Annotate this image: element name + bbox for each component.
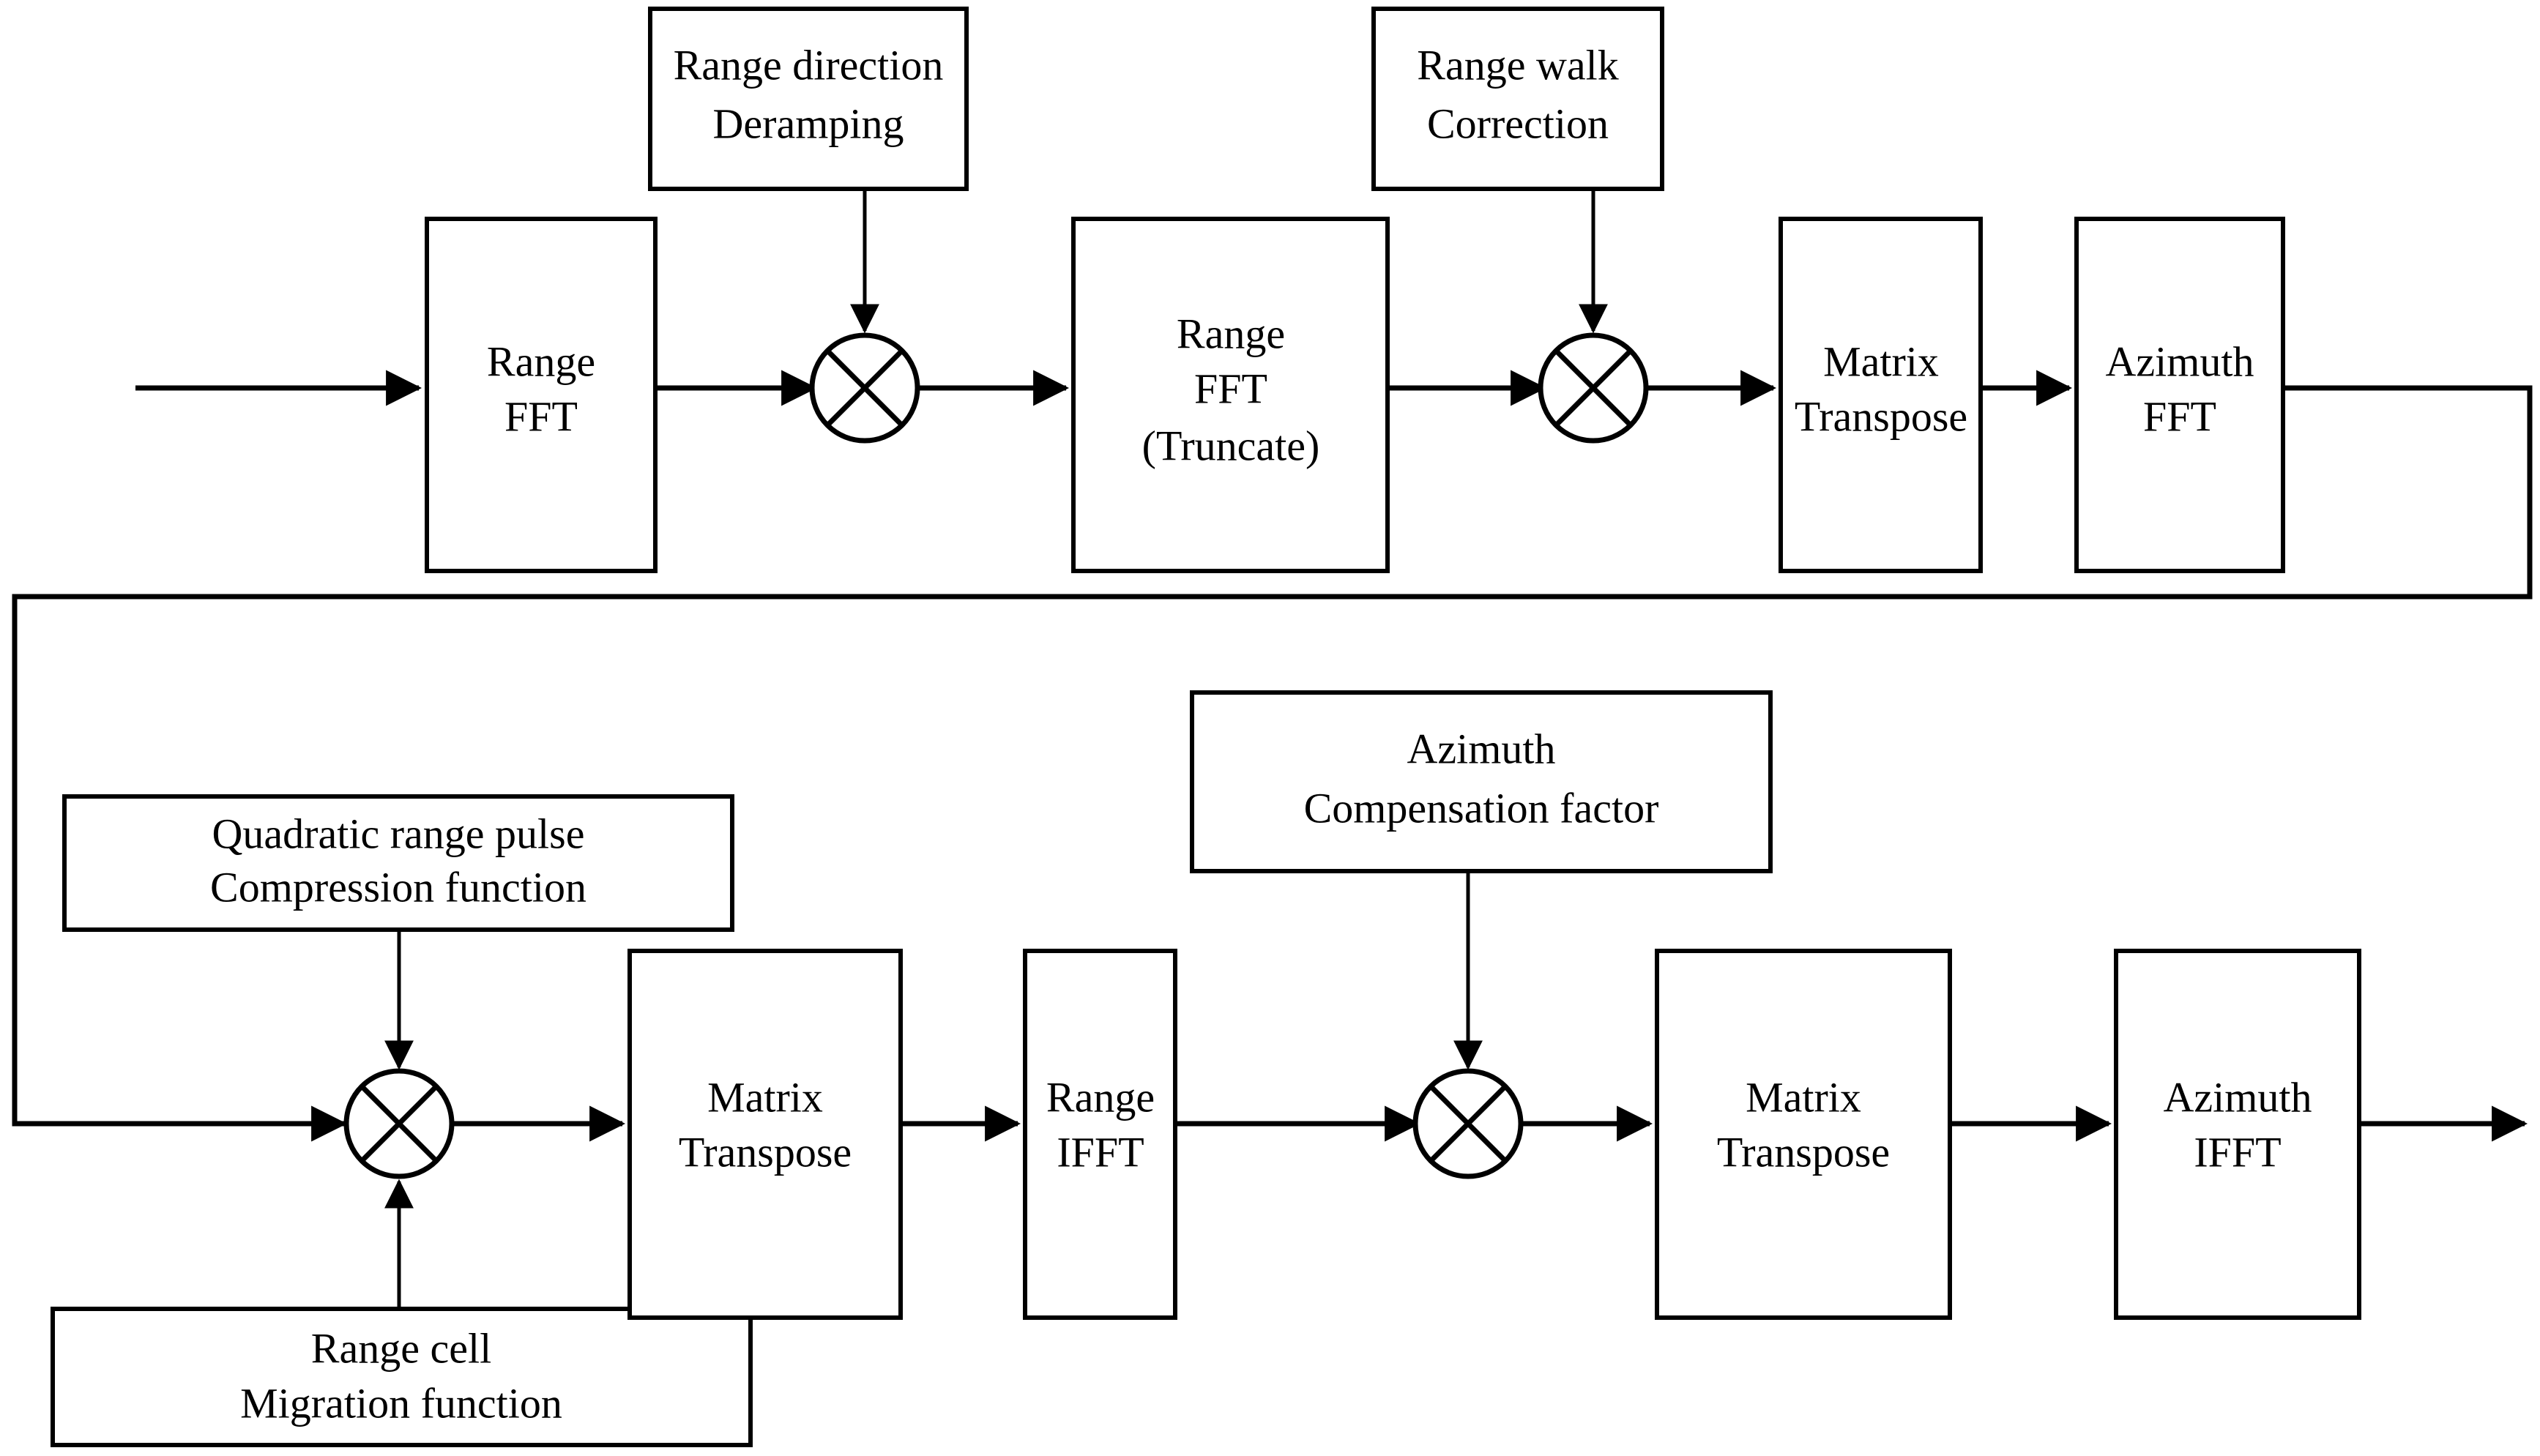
- multiplier-3-x-stroke-b: [360, 1084, 439, 1163]
- block-azimuth-fft-line1: Azimuth: [2106, 337, 2254, 385]
- bottom-row-wires: [384, 871, 2528, 1308]
- block-azimuth-compensation-factor-rect[interactable]: [1190, 690, 1773, 873]
- block-range-fft-truncate[interactable]: Range FFT (Truncate): [1071, 217, 1390, 573]
- block-range-ifft-line1: Range: [1046, 1073, 1155, 1121]
- block-azimuth-compensation-factor-line1: Azimuth: [1407, 725, 1556, 772]
- multiplier-1-x-stroke-b: [825, 348, 904, 428]
- block-azimuth-ifft-line1: Azimuth: [2164, 1073, 2312, 1121]
- block-range-fft-truncate-line3: (Truncate): [1142, 422, 1320, 469]
- block-range-direction-deramping-rect[interactable]: [648, 7, 969, 191]
- block-range-fft-line1: Range: [487, 337, 595, 385]
- block-range-ifft[interactable]: Range IFFT: [1023, 949, 1177, 1320]
- multiplier-3[interactable]: [343, 1068, 455, 1179]
- block-range-ifft-line2: IFFT: [1057, 1128, 1144, 1176]
- block-azimuth-ifft-rect[interactable]: [2114, 949, 2361, 1320]
- multiplier-4-x-stroke-b: [1429, 1084, 1508, 1163]
- block-matrix-transpose-2[interactable]: Matrix Transpose: [627, 949, 903, 1320]
- multiplier-1[interactable]: [809, 332, 920, 444]
- block-range-cell-migration-line2: Migration function: [240, 1379, 562, 1427]
- block-azimuth-fft-rect[interactable]: [2074, 217, 2285, 573]
- multiplier-4[interactable]: [1412, 1068, 1524, 1179]
- block-azimuth-ifft-line2: IFFT: [2194, 1128, 2281, 1176]
- block-range-direction-deramping[interactable]: Range direction Deramping: [648, 7, 969, 191]
- block-range-fft-line2: FFT: [504, 392, 578, 440]
- block-range-walk-correction[interactable]: Range walk Correction: [1371, 7, 1664, 191]
- block-range-fft-truncate-rect[interactable]: [1071, 217, 1390, 573]
- block-range-cell-migration-rect[interactable]: [51, 1307, 753, 1447]
- block-azimuth-compensation-factor-line2: Compensation factor: [1304, 784, 1659, 832]
- block-range-cell-migration-line1: Range cell: [311, 1324, 491, 1372]
- block-range-walk-correction-line1: Range walk: [1417, 41, 1618, 89]
- block-matrix-transpose-2-line2: Transpose: [679, 1128, 852, 1176]
- block-matrix-transpose-3-line2: Transpose: [1717, 1128, 1890, 1176]
- block-range-ifft-rect[interactable]: [1023, 949, 1177, 1320]
- block-matrix-transpose-2-rect[interactable]: [627, 949, 903, 1320]
- block-azimuth-fft-line2: FFT: [2143, 392, 2216, 440]
- block-matrix-transpose-2-line1: Matrix: [707, 1073, 823, 1121]
- block-range-fft[interactable]: Range FFT: [425, 217, 658, 573]
- block-quadratic-range-pulse-compression-rect[interactable]: [62, 794, 734, 932]
- block-range-fft-rect[interactable]: [425, 217, 658, 573]
- block-matrix-transpose-3-rect[interactable]: [1655, 949, 1952, 1320]
- multiplier-2[interactable]: [1538, 332, 1649, 444]
- block-azimuth-compensation-factor[interactable]: Azimuth Compensation factor: [1190, 690, 1773, 873]
- block-quadratic-range-pulse-compression-line2: Compression function: [210, 863, 586, 911]
- block-matrix-transpose-1-line1: Matrix: [1823, 337, 1939, 385]
- multiplier-2-x-stroke-b: [1554, 348, 1633, 428]
- block-quadratic-range-pulse-compression-line1: Quadratic range pulse: [212, 810, 585, 857]
- block-range-fft-truncate-line1: Range: [1177, 310, 1285, 357]
- block-matrix-transpose-3[interactable]: Matrix Transpose: [1655, 949, 1952, 1320]
- block-matrix-transpose-1-rect[interactable]: [1779, 217, 1983, 573]
- block-quadratic-range-pulse-compression[interactable]: Quadratic range pulse Compression functi…: [62, 794, 734, 932]
- block-range-walk-correction-rect[interactable]: [1371, 7, 1664, 191]
- block-range-direction-deramping-line1: Range direction: [674, 41, 944, 89]
- block-range-fft-truncate-line2: FFT: [1194, 365, 1267, 412]
- top-row-wires: [12, 189, 2533, 1142]
- block-range-direction-deramping-line2: Deramping: [713, 100, 904, 147]
- block-matrix-transpose-1[interactable]: Matrix Transpose: [1779, 217, 1983, 573]
- block-range-cell-migration[interactable]: Range cell Migration function: [51, 1307, 753, 1447]
- block-matrix-transpose-3-line1: Matrix: [1746, 1073, 1861, 1121]
- block-azimuth-fft[interactable]: Azimuth FFT: [2074, 217, 2285, 573]
- block-range-walk-correction-line2: Correction: [1427, 100, 1609, 147]
- wire-wrap-around-row-connector: [12, 385, 2533, 1142]
- block-matrix-transpose-1-line2: Transpose: [1795, 392, 1967, 440]
- block-azimuth-ifft[interactable]: Azimuth IFFT: [2114, 949, 2361, 1320]
